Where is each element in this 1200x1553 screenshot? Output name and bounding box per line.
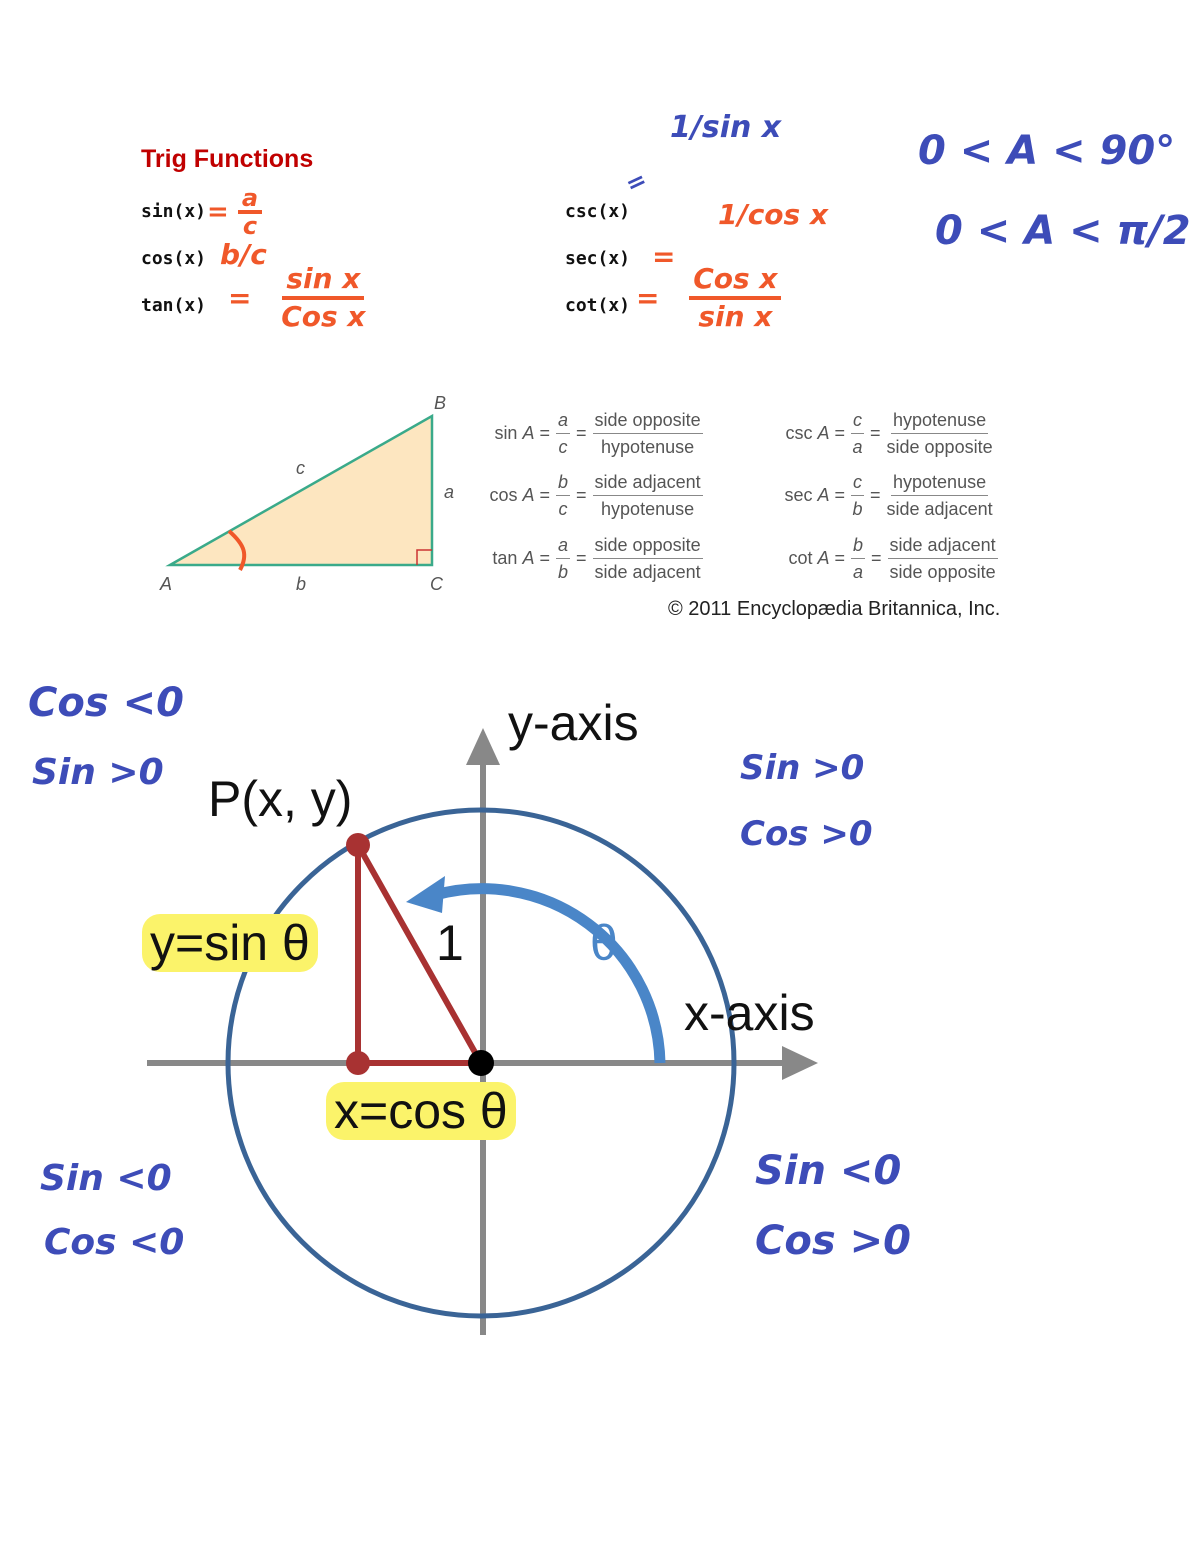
equals-sign: = [870, 423, 881, 443]
vertex-B: B [434, 393, 447, 413]
q3-note-sin: Sin <0 [40, 1158, 172, 1199]
reference-triangle [355, 843, 484, 1066]
note-cos: b/c [220, 238, 267, 271]
ratio-label: cos A = [489, 485, 550, 505]
q1-note-cos: Cos >0 [740, 814, 873, 854]
side-a: a [444, 482, 455, 502]
triangle-shape [165, 413, 434, 567]
equals-sign: = [870, 485, 881, 505]
origin-point [468, 1050, 494, 1076]
ratio-label: csc A = [785, 423, 845, 443]
fn-cot: cot(x) [565, 295, 631, 316]
point-P [346, 833, 370, 857]
angle-arc [433, 883, 666, 1064]
unit-circle [225, 807, 737, 1319]
fn-sin: sin(x) [141, 201, 207, 222]
note-sec: 1/cos x [718, 198, 829, 231]
q4-note-sin: Sin <0 [755, 1148, 902, 1194]
radius-label: 1 [436, 915, 464, 971]
equals-sign: = [576, 548, 587, 568]
fn-tan: tan(x) [141, 295, 207, 316]
angle-arc-arrow [406, 876, 445, 913]
y-axis-label: y-axis [508, 695, 639, 751]
angle-label: θ [590, 915, 618, 971]
ratio-label: sec A = [784, 485, 845, 505]
fn-csc: csc(x) [565, 201, 631, 222]
fn-sec: sec(x) [565, 248, 631, 269]
cos-label: x=cos θ [326, 1082, 516, 1140]
page-title: Trig Functions [141, 145, 314, 173]
sin-label: y=sin θ [142, 914, 318, 972]
ratio-label: cot A = [788, 548, 845, 568]
range-degrees: 0 < A < 90° [918, 128, 1176, 174]
y-axis-arrow [466, 728, 500, 765]
q3-note-cos: Cos <0 [44, 1222, 185, 1263]
q2-note-cos: Cos <0 [28, 680, 184, 726]
vertex-C: C [430, 574, 443, 594]
equals-sign: = [576, 423, 587, 443]
x-axis-arrow [782, 1046, 818, 1080]
equals-sign: = [871, 548, 882, 568]
right-angle-mark [416, 549, 432, 565]
copyright: © 2011 Encyclopædia Britannica, Inc. [668, 598, 1001, 620]
q1-note-sin: Sin >0 [740, 748, 865, 788]
equals-sign: = [576, 485, 587, 505]
side-c: c [296, 458, 305, 478]
foot-point [346, 1051, 370, 1075]
right-triangle [165, 413, 434, 571]
angle-mark-A [227, 529, 247, 571]
note-sec-eq: = [652, 240, 676, 273]
point-label: P(x, y) [208, 771, 353, 827]
side-b: b [296, 574, 307, 594]
fn-cos: cos(x) [141, 248, 207, 269]
vertex-A: A [160, 574, 173, 594]
q4-note-cos: Cos >0 [755, 1218, 911, 1264]
ratio-label: sin A = [494, 423, 550, 443]
note-csc: 1/sin x [670, 110, 782, 145]
q2-note-sin: Sin >0 [32, 752, 164, 793]
range-radians: 0 < A < π/2 [935, 208, 1191, 254]
unit-circle-diagram [147, 728, 818, 1335]
x-axis-label: x-axis [684, 985, 815, 1041]
ratio-label: tan A = [492, 548, 550, 568]
